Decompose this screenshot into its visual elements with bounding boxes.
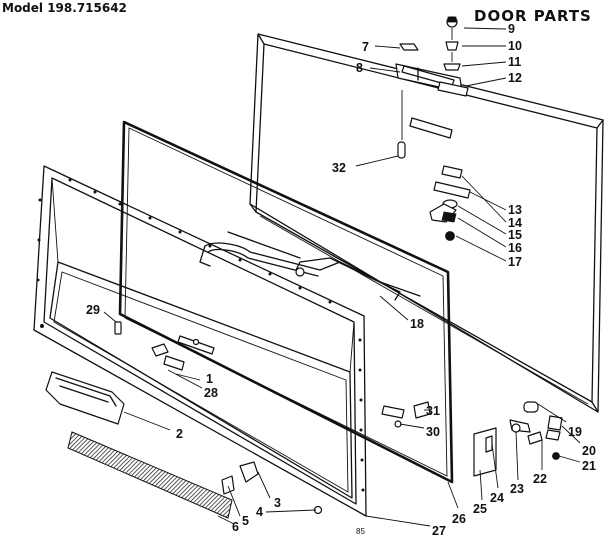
callout-30: 30 [426,425,440,439]
callout-16: 16 [508,241,522,255]
callout-20: 20 [582,444,596,458]
callout-23: 23 [510,482,524,496]
callout-6: 6 [232,520,239,534]
callout-8: 8 [356,61,363,75]
callout-5: 5 [242,514,249,528]
callout-labels: 1 2 3 4 5 6 7 8 9 10 11 12 13 14 15 16 1… [86,22,596,537]
callout-7: 7 [362,40,369,54]
callout-21: 21 [582,459,596,473]
callout-12: 12 [508,71,522,85]
callout-22: 22 [533,472,547,486]
callout-25: 25 [473,502,487,516]
diagram-title: DOOR PARTS [474,7,592,25]
callout-4: 4 [256,505,263,519]
callout-31: 31 [426,404,440,418]
callout-17: 17 [508,255,522,269]
callout-1: 1 [206,372,213,386]
callout-9: 9 [508,22,515,36]
callout-26: 26 [452,512,466,526]
callout-14: 14 [508,216,522,230]
callout-2: 2 [176,427,183,441]
leader-lines [103,27,581,527]
callout-15: 15 [508,228,522,242]
door-rack-wire [199,231,421,301]
callout-10: 10 [508,39,522,53]
door-gasket [118,120,454,484]
callout-24: 24 [490,491,504,505]
callout-18: 18 [410,317,424,331]
callout-32: 32 [332,161,346,175]
callout-27: 27 [432,524,446,537]
handle-and-brackets [45,321,543,519]
callout-11: 11 [508,55,521,69]
callout-29: 29 [86,303,100,317]
bottom-hinge-parts [473,401,563,477]
middle-hinge-parts [429,165,471,241]
inner-door-liner [33,165,367,517]
top-hinge-assembly [395,16,469,159]
callout-19: 19 [568,425,582,439]
door-stop-pin [397,141,406,159]
model-label: Model 198.715642 [2,1,127,15]
outer-door-panel [249,33,604,413]
hinge-shim-part [399,43,419,51]
footer-code: 85 [356,527,365,536]
callout-3: 3 [274,496,281,510]
callout-13: 13 [508,203,522,217]
callout-28: 28 [204,386,218,400]
